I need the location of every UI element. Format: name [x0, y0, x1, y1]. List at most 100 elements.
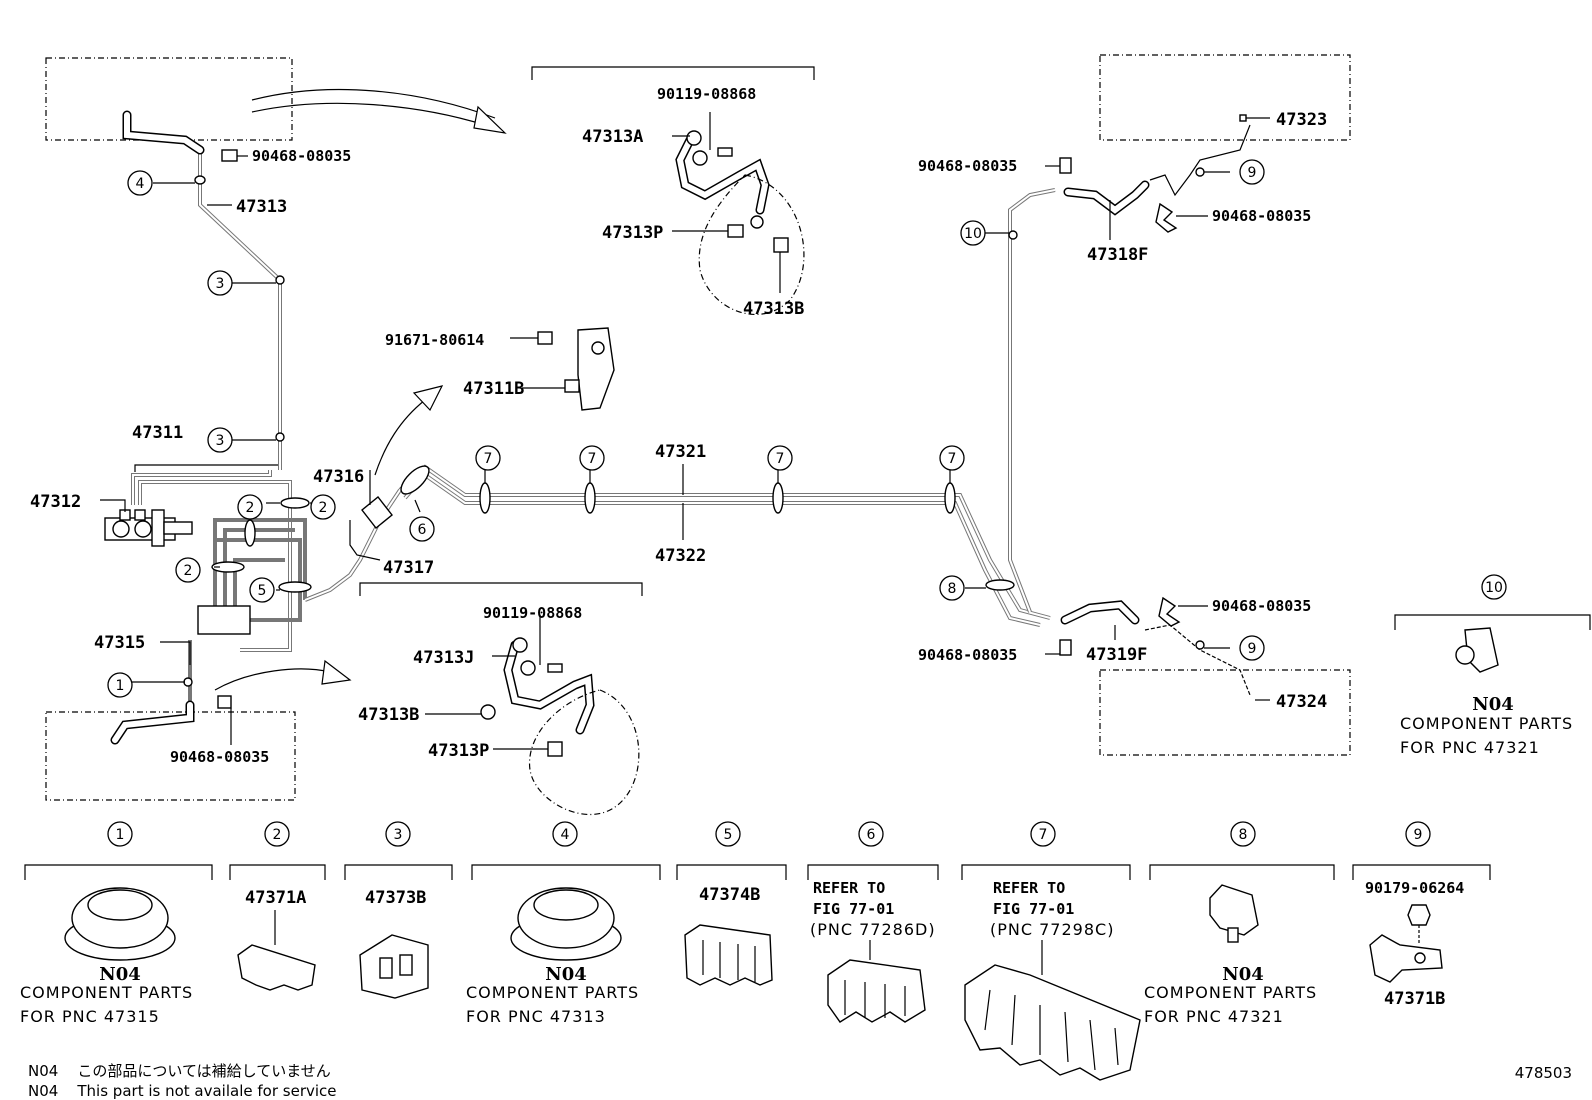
label-47313: 47313	[236, 197, 287, 217]
detail-3: 3 47373B	[344, 821, 453, 999]
svg-text:4: 4	[136, 176, 145, 192]
svg-text:N04: N04	[1222, 964, 1264, 985]
label-90468-top-left: 90468-08035	[252, 147, 351, 165]
svg-text:N04: N04	[1472, 694, 1514, 715]
label-47313B-bottom: 47313B	[358, 705, 419, 725]
callout-1: 1	[107, 672, 133, 698]
svg-text:10: 10	[1485, 580, 1503, 596]
svg-text:4: 4	[561, 827, 570, 843]
label-47313J: 47313J	[413, 648, 474, 668]
detail-7: 7 REFER TO FIG 77-01 (PNC 77298C)	[961, 821, 1141, 1081]
arrow-bottom	[214, 668, 331, 691]
svg-text:2: 2	[246, 500, 255, 516]
label-47318F: 47318F	[1087, 245, 1148, 265]
svg-text:FOR PNC 47321: FOR PNC 47321	[1144, 1007, 1284, 1026]
svg-text:1: 1	[116, 827, 125, 843]
flexible-hose-47313J	[480, 637, 640, 816]
flexible-hose-47313A	[675, 130, 805, 316]
svg-text:2: 2	[273, 827, 282, 843]
svg-text:N04: N04	[99, 964, 141, 985]
label-90468-bottom-left: 90468-08035	[170, 748, 269, 766]
footnote-japanese: N04 この部品については補給していません	[28, 1060, 331, 1081]
svg-text:FIG 77-01: FIG 77-01	[813, 900, 894, 918]
svg-text:3: 3	[216, 276, 225, 292]
bracket-47311B	[537, 327, 615, 411]
master-cylinder	[104, 509, 193, 547]
right-upper-outline	[1099, 54, 1351, 141]
label-47321: 47321	[655, 442, 706, 462]
svg-text:9: 9	[1248, 641, 1257, 657]
label-91671: 91671-80614	[385, 331, 484, 349]
callout-2-b: 2	[310, 494, 336, 520]
label-47312: 47312	[30, 492, 81, 512]
svg-text:7: 7	[776, 451, 785, 467]
pipe-right-vertical	[1008, 188, 1056, 613]
footnote-english: N04 This part is not availale for servic…	[28, 1082, 337, 1100]
detail-10: 10 N04 COMPONENT PARTS FOR PNC 47321	[1394, 574, 1591, 757]
arrow-top-lower	[251, 102, 486, 126]
svg-text:COMPONENT PARTS: COMPONENT PARTS	[1144, 983, 1317, 1002]
label-90468-right-bottom-1: 90468-08035	[1212, 597, 1311, 615]
callout-7-d: 7	[939, 445, 965, 471]
svg-text:REFER TO: REFER TO	[813, 879, 885, 897]
svg-text:COMPONENT PARTS: COMPONENT PARTS	[466, 983, 639, 1002]
svg-text:5: 5	[258, 583, 267, 599]
footnote-code-2: N04	[28, 1082, 59, 1100]
arrow-top	[251, 88, 496, 119]
callout-9-lower: 9	[1239, 635, 1265, 661]
callout-2-c: 2	[175, 557, 201, 583]
svg-text:47373B: 47373B	[365, 888, 426, 908]
callout-7-a: 7	[475, 445, 501, 471]
figure-id: 478503	[1515, 1064, 1572, 1082]
svg-text:N04: N04	[545, 964, 587, 985]
pipe-47323	[1149, 124, 1251, 197]
callout-3-upper: 3	[207, 270, 233, 296]
label-47313A: 47313A	[582, 127, 643, 147]
svg-text:6: 6	[867, 827, 876, 843]
svg-text:(PNC 77286D): (PNC 77286D)	[810, 920, 936, 939]
label-90468-right-bottom-2: 90468-08035	[918, 646, 1017, 664]
label-47315: 47315	[94, 633, 145, 653]
svg-text:FIG 77-01: FIG 77-01	[993, 900, 1074, 918]
label-47313P-top: 47313P	[602, 223, 663, 243]
label-47311B: 47311B	[463, 379, 524, 399]
detail-4: 4 N04 COMPONENT PARTS FOR PNC 47313	[466, 821, 661, 1026]
svg-text:FOR PNC 47313: FOR PNC 47313	[466, 1007, 606, 1026]
front-body-outline-top	[45, 57, 293, 141]
callout-6: 6	[409, 516, 435, 542]
footnote-text-2: This part is not availale for service	[77, 1082, 337, 1100]
arrow-middle	[374, 399, 426, 476]
callout-9-upper: 9	[1239, 159, 1265, 185]
callout-4: 4	[127, 170, 153, 196]
label-47313P-bottom: 47313P	[428, 741, 489, 761]
detail-6: 6 REFER TO FIG 77-01 (PNC 77286D)	[807, 821, 939, 1023]
svg-text:7: 7	[948, 451, 957, 467]
proportioning-valve	[197, 605, 251, 635]
label-47319F: 47319F	[1086, 645, 1147, 665]
svg-text:2: 2	[319, 500, 328, 516]
svg-text:COMPONENT PARTS: COMPONENT PARTS	[1400, 714, 1573, 733]
svg-text:6: 6	[418, 522, 427, 538]
label-47322: 47322	[655, 546, 706, 566]
right-lower-outline	[1099, 669, 1351, 756]
label-47324: 47324	[1276, 692, 1327, 712]
svg-text:REFER TO: REFER TO	[993, 879, 1065, 897]
label-47317: 47317	[383, 558, 434, 578]
group-bracket-bottom-hose	[359, 582, 643, 596]
svg-text:3: 3	[394, 827, 403, 843]
detail-8: 8 N04 COMPONENT PARTS FOR PNC 47321	[1144, 821, 1335, 1026]
detail-1: 1 N04 COMPONENT PARTS FOR PNC 47315	[20, 821, 213, 1026]
svg-text:FOR PNC 47315: FOR PNC 47315	[20, 1007, 160, 1026]
svg-text:7: 7	[1039, 827, 1048, 843]
svg-text:9: 9	[1414, 827, 1423, 843]
svg-text:2: 2	[184, 563, 193, 579]
callout-7-c: 7	[767, 445, 793, 471]
svg-text:COMPONENT PARTS: COMPONENT PARTS	[20, 983, 193, 1002]
svg-text:3: 3	[216, 433, 225, 449]
detail-9: 9 90179-06264 47371B	[1352, 821, 1491, 1009]
detail-2: 2 47371A	[229, 821, 326, 991]
svg-text:5: 5	[724, 827, 733, 843]
svg-text:8: 8	[1239, 827, 1248, 843]
label-90119-bottom: 90119-08868	[483, 604, 582, 622]
